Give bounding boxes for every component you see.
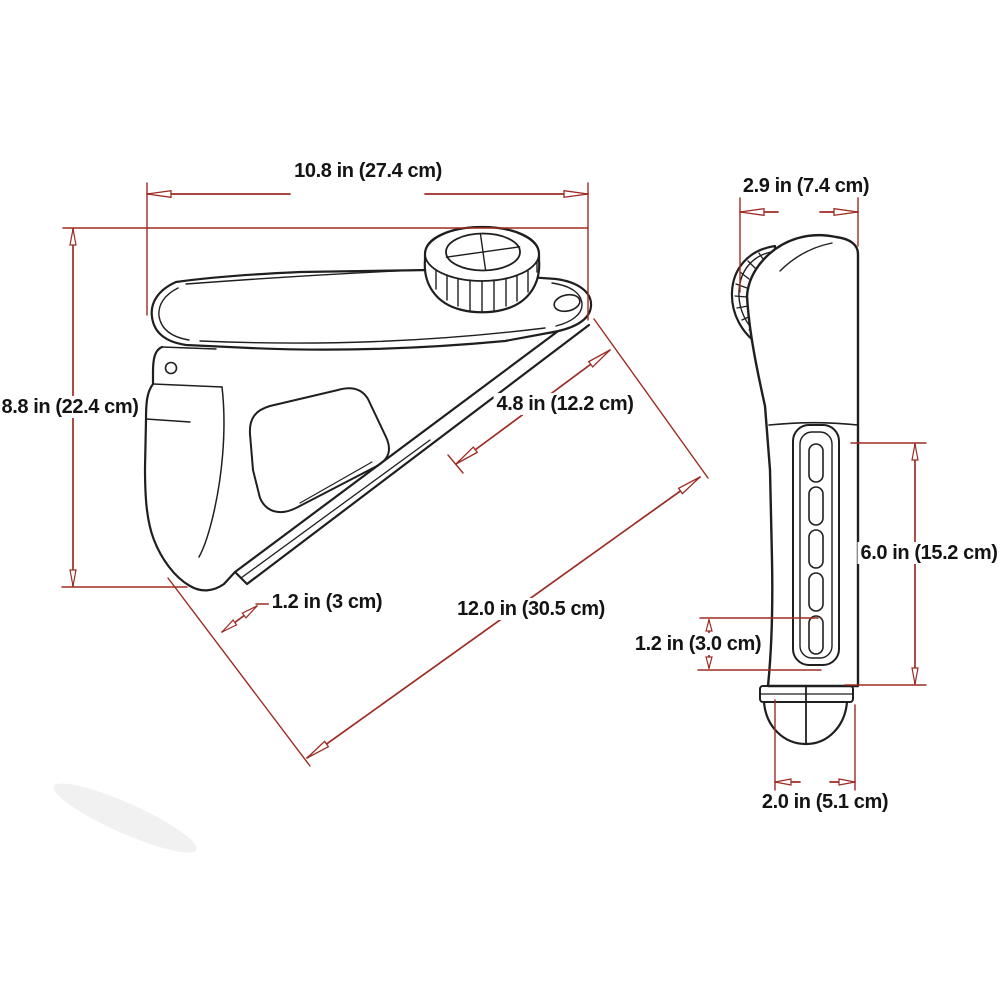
front-view-drawing — [730, 233, 860, 746]
dim-overall-width — [146, 182, 589, 321]
dim-label-overall-height: 8.8 in (22.4 cm) — [0, 396, 142, 418]
shadow-smudge — [53, 783, 197, 853]
dim-slot-spacing — [697, 617, 822, 671]
dim-label-arm-edge: 4.8 in (12.2 cm) — [493, 393, 637, 415]
mount-post — [143, 345, 237, 592]
knob-cross-mark — [445, 232, 521, 272]
arm-tip-hole — [553, 293, 581, 313]
dim-slant-length — [167, 476, 701, 767]
knurled-knob — [423, 225, 541, 314]
dim-label-overall-width: 10.8 in (27.4 cm) — [291, 160, 445, 182]
dim-track-length — [844, 442, 927, 686]
web-cutout — [248, 387, 390, 514]
front-foot — [759, 685, 854, 746]
knob-ribs — [435, 260, 538, 312]
mounting-track — [792, 424, 840, 666]
dim-top-width — [739, 197, 859, 293]
front-body — [745, 233, 860, 688]
mount-post-inner-edge — [198, 386, 225, 558]
dim-base-width — [774, 699, 856, 791]
front-body-detail — [779, 242, 833, 272]
mount-bolt-hole — [164, 361, 178, 375]
dim-label-track-length: 6.0 in (15.2 cm) — [857, 542, 1000, 564]
mount-arm-detail — [158, 267, 583, 344]
dim-label-base-thickness: 1.2 in (3 cm) — [268, 591, 386, 613]
dim-label-slot-spacing: 1.2 in (3.0 cm) — [631, 633, 765, 655]
dim-label-top-width: 2.9 in (7.4 cm) — [739, 175, 873, 197]
dim-label-slant-length: 12.0 in (30.5 cm) — [454, 598, 608, 620]
dim-label-base-width: 2.0 in (5.1 cm) — [758, 791, 892, 813]
mount-post-top — [145, 346, 223, 423]
side-view-drawing — [143, 225, 593, 592]
track-slots — [808, 443, 824, 655]
track-top-line — [768, 421, 859, 426]
